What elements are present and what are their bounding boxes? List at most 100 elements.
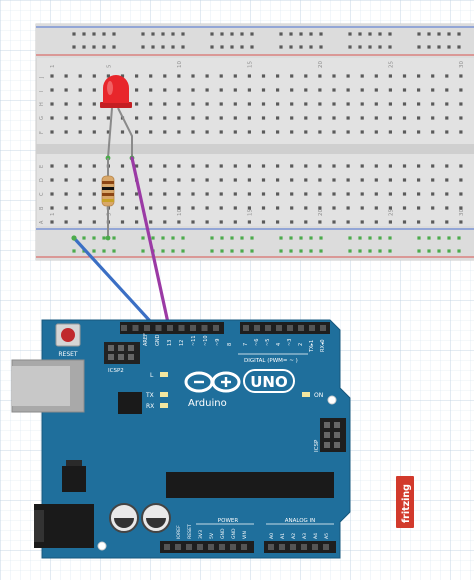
header-pin bbox=[201, 325, 208, 331]
header-pin bbox=[175, 544, 181, 550]
terminal-hole bbox=[346, 178, 350, 182]
rail-hole bbox=[250, 249, 254, 253]
terminal-hole bbox=[50, 102, 54, 106]
terminal-hole bbox=[219, 102, 223, 106]
terminal-hole bbox=[388, 116, 392, 120]
terminal-hole bbox=[149, 116, 153, 120]
reset-button[interactable] bbox=[61, 328, 75, 342]
pin-label-vin: VIN bbox=[242, 531, 248, 539]
rail-hole bbox=[279, 236, 283, 240]
terminal-hole bbox=[290, 206, 294, 210]
terminal-hole bbox=[304, 74, 308, 78]
pin-label-tx: TX▸1 bbox=[309, 340, 315, 353]
rail-hole bbox=[348, 236, 352, 240]
terminal-hole bbox=[318, 130, 322, 134]
terminal-hole bbox=[332, 220, 336, 224]
rail-hole bbox=[230, 236, 234, 240]
rail-hole bbox=[437, 236, 441, 240]
rail-hole bbox=[319, 236, 323, 240]
terminal-hole bbox=[374, 178, 378, 182]
terminal-hole bbox=[135, 116, 139, 120]
icsp-pin bbox=[324, 422, 330, 428]
terminal-hole bbox=[177, 220, 181, 224]
terminal-hole bbox=[360, 206, 364, 210]
rail-hole bbox=[102, 249, 106, 253]
led-l-label: L bbox=[150, 372, 154, 379]
terminal-hole bbox=[191, 192, 195, 196]
terminal-hole bbox=[445, 178, 449, 182]
terminal-hole bbox=[332, 88, 336, 92]
terminal-hole bbox=[177, 74, 181, 78]
power-header bbox=[160, 541, 254, 553]
signal-wire[interactable] bbox=[130, 156, 172, 334]
rail-hole bbox=[368, 236, 372, 240]
rail-hole bbox=[457, 236, 461, 240]
terminal-hole bbox=[177, 164, 181, 168]
rail-hole bbox=[299, 32, 303, 36]
terminal-hole bbox=[388, 74, 392, 78]
terminal-hole bbox=[233, 192, 237, 196]
terminal-hole bbox=[78, 88, 82, 92]
terminal-hole bbox=[417, 88, 421, 92]
pin-label-12: 12 bbox=[179, 340, 185, 346]
digital-label: DIGITAL (PWM= ~ ) bbox=[244, 358, 298, 364]
terminal-hole bbox=[261, 130, 266, 134]
icsp2-pin bbox=[118, 345, 124, 351]
wires bbox=[71, 156, 172, 334]
rail-hole bbox=[141, 32, 145, 36]
terminal-hole bbox=[332, 178, 336, 182]
terminal-hole bbox=[149, 88, 153, 92]
column-number: 1 bbox=[50, 213, 56, 217]
terminal-hole bbox=[247, 206, 251, 210]
terminal-hole bbox=[402, 178, 407, 182]
rail-hole bbox=[112, 45, 116, 49]
header-pin bbox=[298, 325, 304, 331]
pin-label-gnd2: GND bbox=[231, 528, 237, 539]
rail-hole bbox=[230, 45, 234, 49]
column-number: 30 bbox=[459, 209, 465, 216]
header-pin bbox=[268, 544, 274, 550]
terminal-hole bbox=[64, 192, 68, 196]
terminal-hole bbox=[261, 220, 266, 224]
header-pin bbox=[190, 325, 196, 331]
terminal-hole bbox=[318, 220, 322, 224]
terminal-hole bbox=[431, 130, 435, 134]
terminal-hole bbox=[445, 206, 449, 210]
terminal-hole bbox=[417, 74, 421, 78]
terminal-hole bbox=[431, 88, 435, 92]
terminal-hole bbox=[135, 164, 139, 168]
rail-hole bbox=[447, 32, 451, 36]
terminal-hole bbox=[360, 88, 364, 92]
led[interactable] bbox=[100, 75, 135, 161]
terminal-hole bbox=[219, 130, 223, 134]
terminal-hole bbox=[64, 130, 68, 134]
icsp2-pin bbox=[108, 354, 114, 360]
rail-hole bbox=[210, 236, 214, 240]
rail-hole bbox=[378, 236, 382, 240]
pin-label-a4: A4 bbox=[313, 533, 319, 539]
led-anode-leg bbox=[117, 107, 133, 158]
terminal-hole bbox=[276, 206, 280, 210]
terminal-hole bbox=[149, 130, 153, 134]
pin-label-8: 8 bbox=[227, 343, 233, 346]
terminal-hole bbox=[445, 116, 449, 120]
terminal-hole bbox=[78, 102, 82, 106]
capacitor-2-mark bbox=[146, 518, 166, 528]
ground-wire[interactable] bbox=[72, 236, 162, 334]
terminal-hole bbox=[205, 102, 209, 106]
terminal-hole bbox=[276, 116, 280, 120]
rail-hole bbox=[230, 32, 234, 36]
resistor[interactable] bbox=[101, 158, 115, 241]
terminal-hole bbox=[177, 130, 181, 134]
header-pin bbox=[301, 544, 307, 550]
terminal-hole bbox=[431, 102, 435, 106]
rail-hole bbox=[289, 45, 293, 49]
terminal-hole bbox=[219, 206, 223, 210]
terminal-hole bbox=[402, 192, 407, 196]
arduino-uno-board: RESET ICSP2 AREF GND 13 12 ~11 ~10 ~9 8 … bbox=[11, 319, 351, 559]
header-pin bbox=[178, 325, 185, 331]
rail-hole bbox=[447, 45, 451, 49]
terminal-hole bbox=[332, 130, 336, 134]
terminal-hole bbox=[346, 130, 350, 134]
